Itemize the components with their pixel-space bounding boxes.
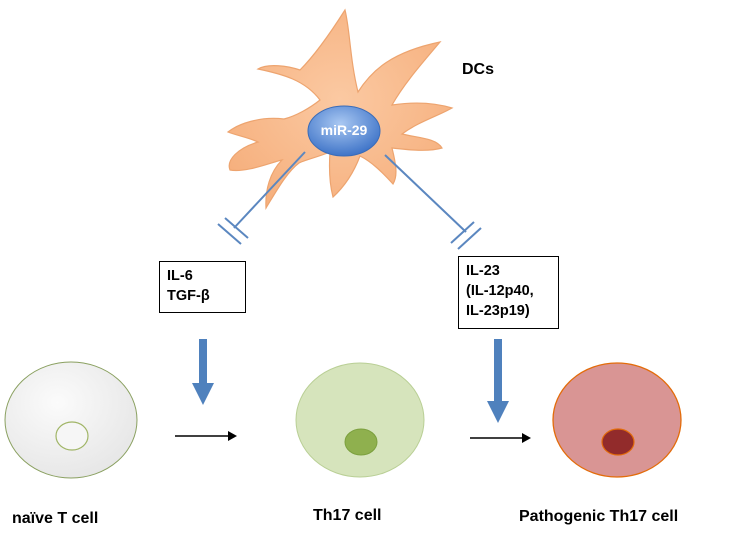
mir29-label: miR-29 bbox=[320, 122, 368, 138]
progression-arrow-2 bbox=[470, 433, 531, 443]
cytokine-box-left: IL-6 TGF-β bbox=[159, 261, 246, 313]
th17-cell-label: Th17 cell bbox=[313, 507, 382, 524]
th17-cell bbox=[295, 362, 425, 478]
block-arrow-right bbox=[487, 339, 509, 423]
cytokine-box-right: IL-23 (IL-12p40, IL-23p19) bbox=[458, 256, 559, 329]
mir29-ellipse bbox=[307, 105, 381, 157]
progression-arrow-1 bbox=[175, 431, 237, 441]
pathogenic-th17-cell-nucleus bbox=[601, 428, 635, 456]
naive-t-cell-nucleus bbox=[55, 421, 89, 451]
dc-label: DCs bbox=[462, 61, 495, 78]
cytokine-il6: IL-6 bbox=[167, 268, 193, 284]
cytokine-il23p19: IL-23p19) bbox=[466, 303, 530, 319]
cytokine-il23: IL-23 bbox=[466, 263, 500, 279]
naive-t-cell-label: naïve T cell bbox=[12, 510, 99, 527]
naive-t-cell bbox=[4, 361, 138, 479]
inhibition-line-left bbox=[217, 151, 306, 245]
pathogenic-th17-cell-label: Pathogenic Th17 cell bbox=[519, 508, 679, 525]
th17-cell-nucleus bbox=[344, 428, 378, 456]
cytokine-il12p40: (IL-12p40, bbox=[466, 283, 534, 299]
block-arrow-left bbox=[192, 339, 214, 405]
cytokine-tgfb: TGF-β bbox=[167, 288, 210, 304]
pathogenic-th17-cell bbox=[552, 362, 682, 478]
inhibition-line-right bbox=[384, 154, 482, 250]
